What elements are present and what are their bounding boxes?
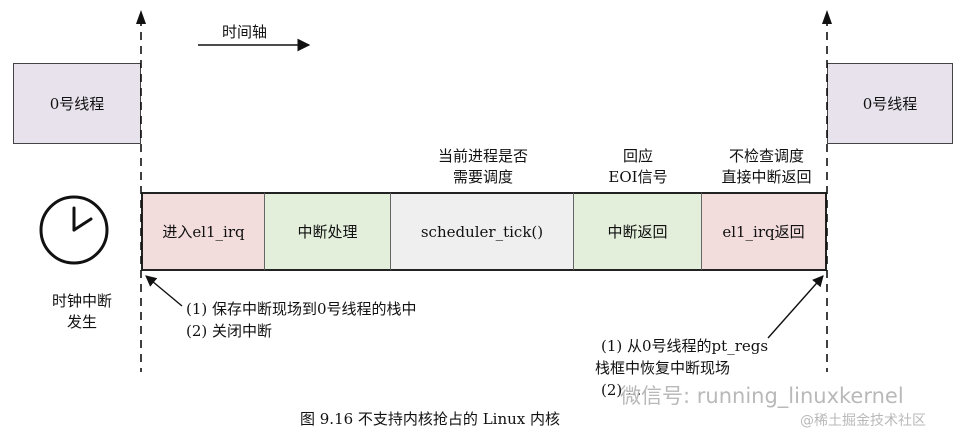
notes-right: (1) 从0号线程的pt_regs 栈框中恢复中断现场 (2) ...	[595, 335, 769, 401]
note-right-1: (1) 从0号线程的pt_regs	[601, 337, 769, 355]
process-box-left-label: 0号线程	[49, 95, 105, 113]
process-box-right-label: 0号线程	[862, 95, 918, 113]
process-box-left: 0号线程	[13, 63, 141, 144]
segment-irq-return: 中断返回	[574, 192, 702, 271]
timeline-label: 时间轴	[222, 23, 268, 41]
left-note-arrow	[145, 275, 183, 307]
annotation-ack-eoi-line-2: EOI信号	[608, 168, 668, 186]
segment-irq-handling-label: 中断处理	[297, 223, 358, 241]
annotation-no-check-line-1: 不检查调度	[728, 147, 804, 165]
timeline-marker-left-arrowhead	[136, 10, 146, 24]
annotation-no-check: 不检查调度 直接中断返回	[709, 146, 824, 188]
clock-label-line-2: 发生	[66, 313, 97, 331]
segment-enter-el1-irq-label: 进入el1_irq	[162, 223, 245, 241]
note-right-2: 栈框中恢复中断现场	[595, 359, 731, 377]
segment-el1-irq-return-label: el1_irq返回	[722, 223, 805, 241]
note-right-3: (2) ...	[601, 381, 642, 399]
segment-scheduler-tick-label: scheduler_tick()	[420, 222, 544, 241]
timeline-marker-right-arrowhead	[822, 10, 832, 24]
segment-el1-irq-return: el1_irq返回	[702, 192, 827, 271]
watermark-juejin: @稀土掘金技术社区	[800, 413, 926, 429]
note-left-1: (1) 保存中断现场到0号线程的栈中	[186, 300, 417, 318]
watermark-wechat: 微信号: running_linuxkernel	[620, 384, 904, 408]
notes-left: (1) 保存中断现场到0号线程的栈中 (2) 关闭中断	[186, 298, 417, 342]
segment-scheduler-tick: scheduler_tick()	[391, 192, 574, 271]
clock-icon	[39, 195, 109, 265]
clock-label: 时钟中断 发生	[32, 291, 132, 333]
annotation-no-check-line-2: 直接中断返回	[721, 168, 812, 186]
annotation-check-sched-line-1: 当前进程是否	[437, 147, 528, 165]
annotation-ack-eoi: 回应 EOI信号	[598, 146, 678, 188]
clock-label-line-1: 时钟中断	[51, 292, 112, 310]
figure-caption: 图 9.16 不支持内核抢占的 Linux 内核	[300, 410, 561, 428]
annotation-check-sched: 当前进程是否 需要调度	[423, 146, 543, 188]
annotation-ack-eoi-line-1: 回应	[622, 147, 653, 165]
segment-irq-handling: 中断处理	[265, 192, 391, 271]
segment-enter-el1-irq: 进入el1_irq	[141, 192, 265, 271]
note-left-2: (2) 关闭中断	[186, 322, 273, 340]
right-note-arrow	[767, 275, 824, 339]
segment-irq-return-label: 中断返回	[607, 223, 668, 241]
annotation-check-sched-line-2: 需要调度	[452, 168, 513, 186]
